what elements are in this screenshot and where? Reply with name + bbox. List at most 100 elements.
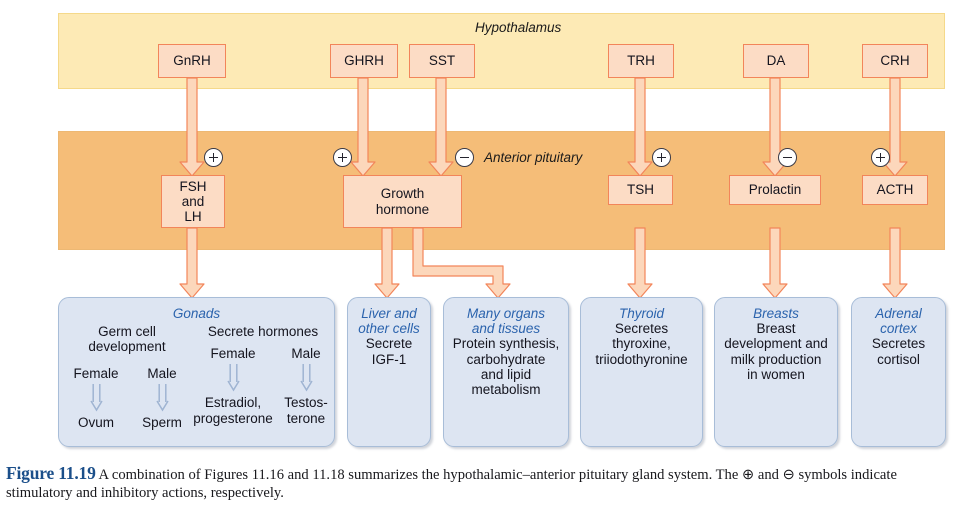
down-double-arrow-icon [299,364,313,392]
hormone-box-prolactin[interactable]: Prolactin [729,175,821,205]
hormone-box-crh[interactable]: CRH [862,44,928,78]
inhibitory-sign-sst [455,148,474,167]
target-text-breasts-line4: in women [747,367,805,383]
gonads-secrete-heading: Secrete hormones [193,324,333,339]
stimulatory-sign-crh [871,148,890,167]
gonads-hormone-male-label: Male [291,346,321,361]
hormone-label-and: and [181,193,205,209]
target-title-liver-line1: Liver and [361,306,417,321]
hormone-label-ghrh: GHRH [344,53,384,69]
hormone-label-tsh: TSH [627,182,654,198]
hormone-label-da: DA [766,53,786,69]
gonads-germ-heading-line2: development [88,339,166,355]
arrow-da-to-prolactin [762,77,788,177]
gonads-hormone-female-product-line2: progesterone [193,410,273,426]
arrow-sst-to-gh [428,77,454,177]
target-title-breasts: Breasts [753,306,799,321]
target-box-thyroid[interactable]: Thyroid Secretes thyroxine, triiodothyro… [580,297,703,447]
arrow-acth-to-adrenal [882,227,908,299]
gonads-hormone-female-column: Female Estradiol, progesterone [185,346,281,426]
figure-caption: Figure 11.19 A combination of Figures 11… [6,462,958,503]
hormone-label-fsh: FSH [179,178,207,194]
hormone-label-prolactin: Prolactin [748,182,802,198]
target-text-liver-line2: IGF-1 [371,351,407,367]
down-double-arrow-icon [89,384,103,412]
stimulatory-sign-trh [652,148,671,167]
hormone-box-ghrh[interactable]: GHRH [330,44,398,78]
gonads-germ-heading-line1: Germ cell [98,324,156,339]
target-text-breasts-line2: development and [724,336,828,352]
target-text-thyroid-line2: thyroxine, [612,336,671,352]
stimulatory-sign-gnrh [204,148,223,167]
target-text-many-organs-line4: metabolism [471,382,541,398]
gonads-germ-cell-column: Germ cell development [65,324,189,355]
target-box-many-organs[interactable]: Many organs and tissues Protein synthesi… [443,297,569,447]
gonads-female-label: Female [73,366,119,381]
target-text-breasts-line1: Breast [756,321,796,337]
hormone-label-growth: Growth [380,186,425,202]
target-title-many-organs-line1: Many organs [466,306,546,321]
anterior-pituitary-label: Anterior pituitary [484,150,583,165]
hormone-label-gnrh: GnRH [173,53,211,69]
arrow-tsh-to-thyroid [627,227,653,299]
hormone-label-acth: ACTH [876,182,914,198]
target-box-liver[interactable]: Liver and other cells Secrete IGF-1 [347,297,431,447]
gonads-hormone-male-product-line2: terone [286,410,326,426]
gonads-hormone-female-product-line1: Estradiol, [204,395,262,411]
hormone-label-hormone: hormone [375,201,430,217]
target-text-adrenal-line1: Secretes [871,336,926,352]
arrow-trh-to-tsh [627,77,653,177]
hormone-box-fsh-lh[interactable]: FSH and LH [161,175,225,228]
target-text-adrenal-line2: cortisol [877,351,920,367]
gonads-male-product: Sperm [142,415,182,431]
gonads-male-label: Male [147,366,177,381]
arrow-gh-to-liver [374,227,400,299]
target-title-gonads: Gonads [172,306,221,321]
gonads-secrete-heading-text: Secrete hormones [207,324,319,339]
arrow-gh-to-many-organs [412,227,511,299]
target-text-liver-line1: Secrete [365,336,413,352]
arrow-fshlh-to-gonads [179,227,205,299]
arrow-gnrh-to-fshlh [179,77,205,177]
figure-number: Figure 11.19 [6,463,96,483]
target-text-many-organs-line2: carbohydrate [466,351,546,367]
target-title-thyroid: Thyroid [618,306,664,321]
hormone-label-lh: LH [184,209,202,225]
target-text-thyroid-line1: Secretes [614,321,669,337]
gonads-hormone-male-column: Male Testos- terone [277,346,335,426]
hormone-box-gnrh[interactable]: GnRH [158,44,226,78]
gonads-female-germ-column: Female Ovum [63,366,129,431]
gonads-male-germ-column: Male Sperm [129,366,195,431]
gonads-female-product: Ovum [77,415,114,431]
hormone-label-crh: CRH [880,53,910,69]
hormone-box-growth-hormone[interactable]: Growth hormone [343,175,462,228]
figure-caption-text: A combination of Figures 11.16 and 11.18… [6,467,897,502]
gonads-hormone-female-label: Female [210,346,256,361]
target-text-many-organs-line3: and lipid [480,366,532,382]
target-text-many-organs-line1: Protein synthesis, [452,336,560,352]
arrow-prolactin-to-breasts [762,227,788,299]
target-box-breasts[interactable]: Breasts Breast development and milk prod… [714,297,838,447]
hormone-box-tsh[interactable]: TSH [608,175,673,205]
hormone-box-sst[interactable]: SST [409,44,475,78]
hormone-box-da[interactable]: DA [743,44,809,78]
target-text-thyroid-line3: triiodothyronine [595,351,688,367]
hormone-box-trh[interactable]: TRH [608,44,674,78]
target-title-many-organs-line2: and tissues [471,321,541,337]
hypothalamus-label: Hypothalamus [475,20,562,35]
inhibitory-sign-da [778,148,797,167]
down-double-arrow-icon [226,364,240,392]
hormone-box-acth[interactable]: ACTH [862,175,928,205]
target-box-gonads[interactable]: Gonads Germ cell development Female Ovum… [58,297,335,447]
target-text-breasts-line3: milk production [730,351,822,367]
stimulatory-sign-ghrh [333,148,352,167]
target-box-adrenal-cortex[interactable]: Adrenal cortex Secretes cortisol [851,297,946,447]
gonads-hormone-male-product-line1: Testos- [284,395,328,411]
target-title-adrenal-line1: Adrenal [875,306,922,321]
arrow-ghrh-to-gh [350,77,376,177]
hormone-label-sst: SST [428,53,456,69]
target-title-liver-line2: other cells [358,321,420,337]
down-double-arrow-icon [155,384,169,412]
